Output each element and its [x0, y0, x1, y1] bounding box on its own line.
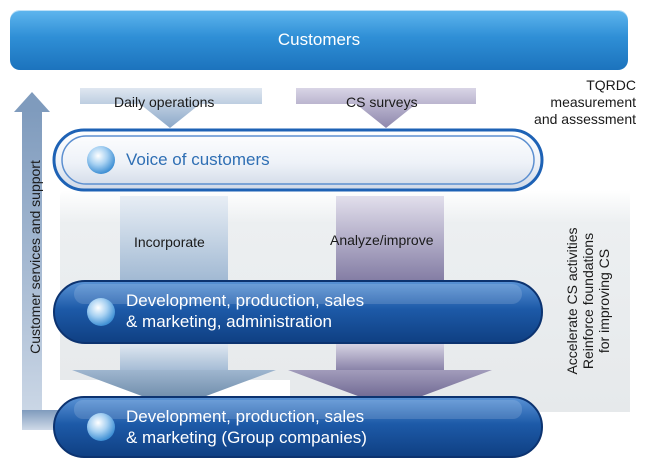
analyze-shaft: [336, 196, 444, 286]
accelerate-cs-label: Accelerate CS activities Reinforce found…: [564, 201, 612, 401]
daily-operations-label: Daily operations: [114, 94, 215, 110]
group-pill: [53, 396, 543, 458]
group-stage-label: Development, production, sales & marketi…: [126, 406, 367, 448]
tqrdc-label: TQRDC measurement and assessment: [476, 77, 636, 128]
accelerate-line-3: for improving CS: [596, 248, 612, 354]
voice-pill: [52, 128, 544, 192]
voice-of-customers-label: Voice of customers: [126, 150, 270, 169]
daily-operations-arrow: [80, 88, 262, 128]
tqrdc-line-1: TQRDC: [586, 77, 636, 93]
internal-pill: [53, 280, 543, 344]
analyze-big-arrow: [288, 370, 492, 408]
group-pill-shine: [74, 400, 522, 419]
incorporate-shaft: [120, 196, 228, 286]
internal-stage-label: Development, production, sales & marketi…: [126, 290, 364, 332]
cs-surveys-arrow: [296, 88, 476, 128]
accelerate-line-2: Reinforce foundations: [580, 232, 596, 370]
customer-services-label: Customer services and support: [27, 160, 43, 354]
group-orb-icon: [87, 413, 115, 441]
internal-pill-shine: [74, 284, 522, 304]
customers-label: Customers: [277, 30, 361, 49]
customers-bar: [10, 10, 628, 70]
tqrdc-line-2: measurement: [550, 94, 636, 110]
incorporate-big-arrow: [72, 370, 276, 408]
analyze-improve-label: Analyze/improve: [330, 232, 434, 248]
tqrdc-line-3: and assessment: [534, 111, 636, 127]
incorporate-label: Incorporate: [134, 234, 205, 250]
voice-orb-icon: [87, 146, 115, 174]
voice-pill-inner: [61, 135, 535, 185]
accelerate-line-1: Accelerate CS activities: [564, 227, 580, 375]
incorporate-shaft-lower: [120, 340, 228, 374]
cs-surveys-label: CS surveys: [346, 94, 418, 110]
internal-stage-line-2: & marketing, administration: [126, 312, 332, 331]
support-arrow-shaft: [22, 110, 42, 430]
group-stage-line-2: & marketing (Group companies): [126, 428, 367, 447]
internal-stage-line-1: Development, production, sales: [126, 291, 365, 310]
internal-orb-icon: [87, 298, 115, 326]
support-arrow-head: [14, 92, 50, 112]
analyze-shaft-lower: [336, 340, 444, 374]
group-stage-line-1: Development, production, sales: [126, 407, 365, 426]
